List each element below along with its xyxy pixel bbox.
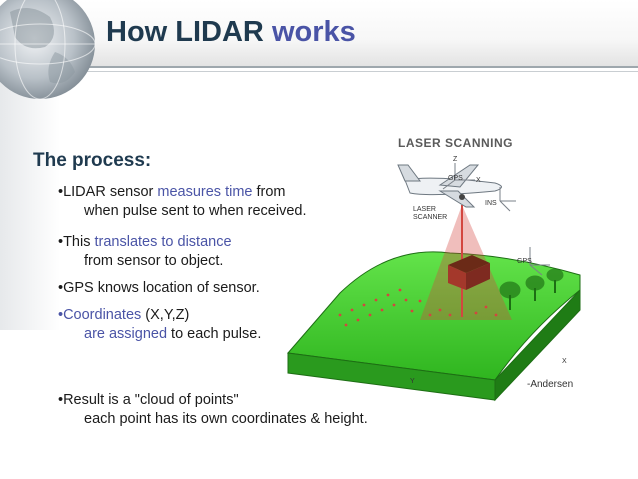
diagram-title: LASER SCANNING: [398, 136, 513, 150]
bullet-marker: •: [58, 392, 64, 408]
bullet-text: (X,Y,Z): [141, 307, 190, 323]
bullet-text: to each pulse.: [167, 326, 262, 342]
label-scanner: SCANNER: [413, 214, 447, 221]
point-cloud: [338, 288, 498, 327]
bullet-marker: •: [58, 234, 64, 250]
bullet-line2: when pulse sent to when received.: [84, 203, 307, 219]
bullet-highlight: measures time: [157, 184, 253, 200]
title-main: How LIDAR: [106, 16, 264, 48]
title-bar: [0, 0, 638, 68]
label-x-ground: X: [562, 358, 567, 365]
bullet-text: from: [252, 184, 286, 200]
airplane-icon: [397, 164, 502, 208]
bullet-1: •LIDAR sensor measures time from when pu…: [58, 183, 306, 221]
label-gps-ground: GPS: [517, 258, 532, 265]
label-x: X: [476, 177, 481, 184]
bullet-line2: each point has its own coordinates & hei…: [84, 411, 368, 427]
bullet-5: •Result is a "cloud of points" each poin…: [58, 391, 368, 429]
bullet-line2: from sensor to object.: [84, 253, 224, 269]
trees-icon: [499, 268, 564, 310]
bullet-text: GPS knows location of sensor.: [63, 280, 260, 296]
axis-arrows: [442, 163, 550, 276]
bullet-highlight: are assigned: [84, 326, 168, 342]
bullet-marker: •: [58, 184, 64, 200]
bullet-marker: •: [58, 307, 64, 323]
label-ins: INS: [485, 200, 497, 207]
bullet-text: This: [63, 234, 95, 250]
bullet-highlight: translates to distance: [94, 234, 232, 250]
bullet-highlight: Coordinates: [63, 307, 142, 323]
bullet-text: Result is a "cloud of points": [63, 392, 239, 408]
terrain-side: [494, 288, 581, 402]
label-gps-plane: GPS: [448, 175, 463, 182]
label-y-ground: Y: [410, 378, 415, 385]
bullet-4: •Coordinates (X,Y,Z) are assigned to eac…: [58, 306, 261, 344]
bullet-3: •GPS knows location of sensor.: [58, 279, 260, 298]
section-heading: The process:: [33, 150, 152, 171]
bullet-marker: •: [58, 280, 64, 296]
image-credit: -Andersen: [527, 379, 574, 390]
label-laser: LASER: [413, 206, 436, 213]
globe-icon: [0, 0, 96, 100]
house-icon: [448, 255, 490, 290]
bullet-text: LIDAR sensor: [63, 184, 158, 200]
title-divider: [0, 71, 638, 72]
bullet-2: •This translates to distance from sensor…: [58, 233, 232, 271]
title-highlight: works: [271, 16, 356, 48]
slide-title: How LIDAR works: [106, 16, 356, 49]
laser-scanning-diagram: LASER SCANNING: [287, 136, 581, 402]
label-z: Z: [453, 156, 458, 163]
left-decoration: [0, 70, 60, 330]
